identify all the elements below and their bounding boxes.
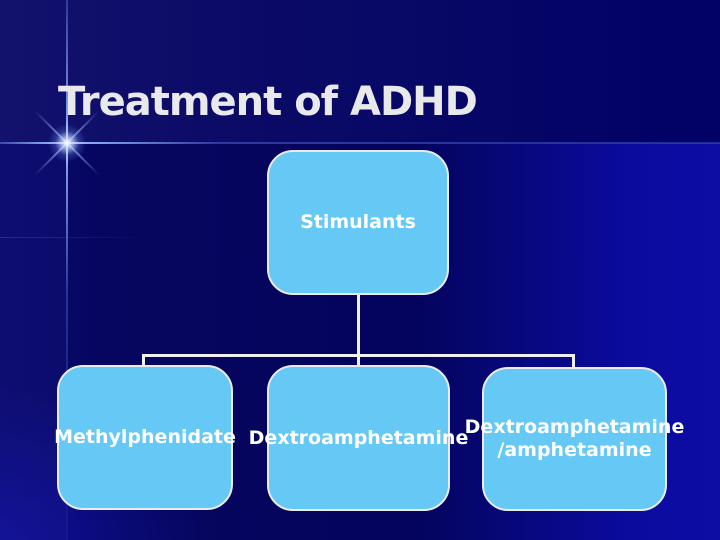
decorative-faint-line (0, 237, 150, 238)
background-left-strip (0, 143, 67, 540)
slide-title: Treatment of ADHD (58, 79, 478, 125)
node-label-line2: /amphetamine (497, 439, 652, 461)
node-label: Dextroamphetamine (248, 426, 469, 449)
decorative-horizontal-line (0, 142, 720, 144)
diagram-node-methylphenidate: Methylphenidate (54, 365, 236, 510)
connector-horizontal (142, 354, 575, 357)
starburst-icon (47, 123, 87, 163)
diagram-node-stimulants: Stimulants (267, 150, 449, 295)
node-label-line1: Dextroamphetamine (464, 416, 685, 438)
diagram-node-dextroamphetamine: Dextroamphetamine (249, 365, 468, 511)
connector-stub-right (572, 354, 575, 367)
node-label: Stimulants (300, 211, 416, 233)
connector-stub-left (142, 354, 145, 367)
node-label: Methylphenidate (54, 426, 236, 448)
connector-vertical-middle (357, 293, 360, 367)
background-top-band (0, 0, 720, 143)
decorative-vertical-line (66, 0, 68, 540)
diagram-node-dextroamphetamine-amphetamine: Dextroamphetamine /amphetamine (465, 367, 684, 511)
